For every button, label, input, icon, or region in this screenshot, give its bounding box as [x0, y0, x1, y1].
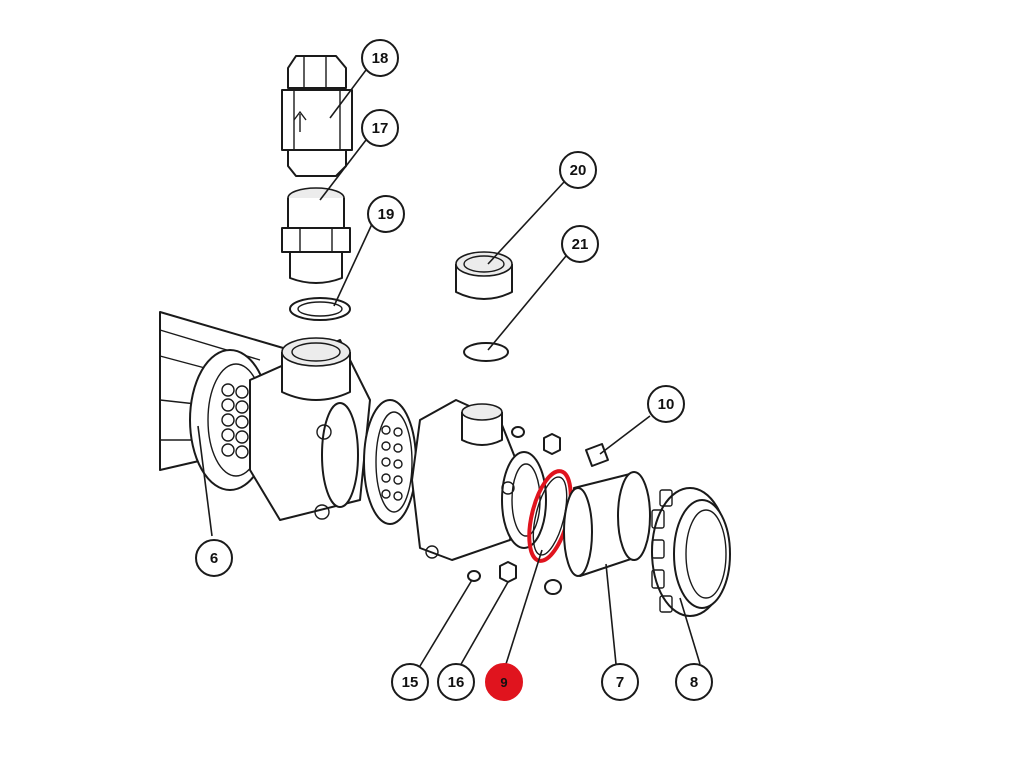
callout-label: 10	[658, 396, 675, 413]
callout-label: 19	[378, 206, 395, 223]
part-check-valve	[281, 55, 353, 177]
callout-label: 8	[690, 674, 698, 691]
callout-21: 21	[561, 225, 599, 263]
part-tube-bundle-housing	[159, 311, 371, 521]
part-sleeve	[563, 471, 651, 577]
callout-label: 9	[500, 675, 507, 690]
part-washers	[467, 426, 525, 582]
callout-17: 17	[361, 109, 399, 147]
callout-label: 7	[616, 674, 624, 691]
part-threaded-nipple	[281, 187, 351, 284]
callout-label: 20	[570, 162, 587, 179]
callout-20: 20	[559, 151, 597, 189]
callout-8: 8	[675, 663, 713, 701]
part-disc	[463, 342, 509, 362]
part-union-nut	[651, 487, 731, 617]
callout-label: 16	[448, 674, 465, 691]
callout-18: 18	[361, 39, 399, 77]
callout-9-highlighted: 9	[485, 663, 523, 701]
callout-label: 17	[372, 120, 389, 137]
part-spacer-plug	[544, 443, 609, 595]
part-nuts	[499, 433, 561, 583]
callout-label: 21	[572, 236, 589, 253]
callout-label: 6	[210, 550, 218, 567]
callout-15: 15	[391, 663, 429, 701]
callout-6: 6	[195, 539, 233, 577]
callout-label: 15	[402, 674, 419, 691]
callout-16: 16	[437, 663, 475, 701]
callout-label: 18	[372, 50, 389, 67]
part-cap	[455, 251, 513, 300]
callout-10: 10	[647, 385, 685, 423]
leader-lines	[197, 69, 701, 667]
part-gasket-ring	[289, 297, 351, 321]
part-end-head	[411, 399, 547, 561]
callout-19: 19	[367, 195, 405, 233]
part-perforated-plate	[363, 399, 417, 525]
callout-7: 7	[601, 663, 639, 701]
